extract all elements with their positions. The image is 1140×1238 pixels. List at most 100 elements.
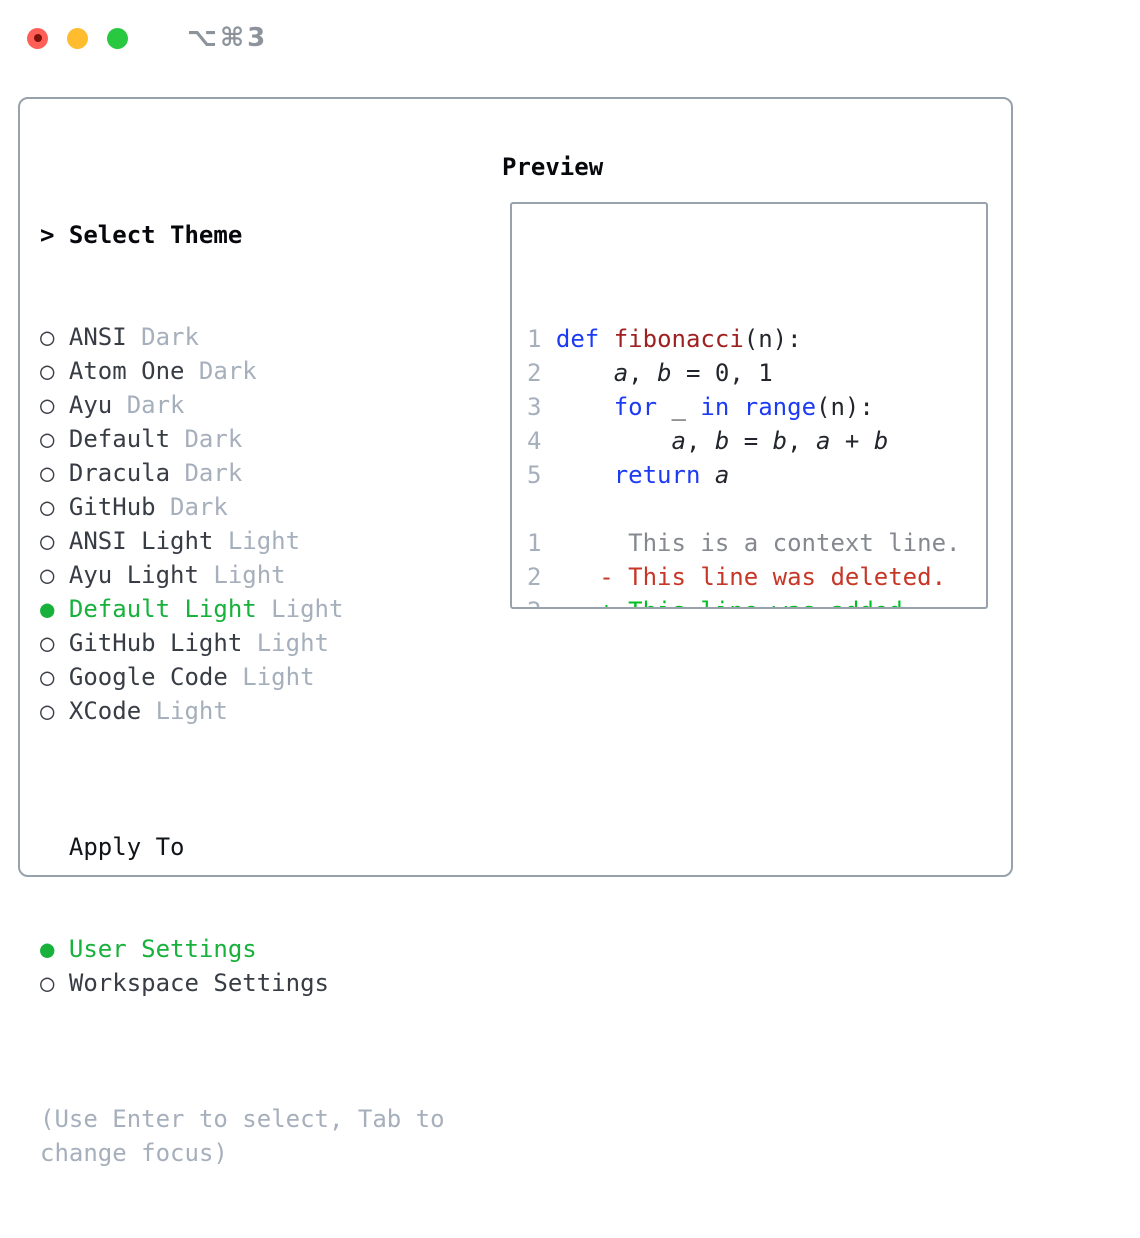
theme-option-default-light[interactable]: ● Default Light Light bbox=[40, 592, 445, 626]
code-segment: in bbox=[700, 393, 730, 421]
code-segment: + bbox=[830, 427, 874, 455]
hint-line: (Use Enter to select, Tab to bbox=[40, 1105, 445, 1133]
theme-option-atom-one[interactable]: ○ Atom One Dark bbox=[40, 354, 445, 388]
theme-variant: Dark bbox=[141, 323, 199, 351]
line-number: 4 bbox=[527, 427, 542, 455]
theme-name: Dracula bbox=[68, 459, 171, 487]
code-segment: a bbox=[671, 427, 686, 455]
line-number: 2 bbox=[527, 563, 542, 591]
radio-selected-icon: ● bbox=[40, 935, 55, 963]
hint-line: change focus) bbox=[40, 1139, 228, 1167]
code-segment: range bbox=[743, 393, 817, 421]
theme-name: GitHub bbox=[68, 493, 156, 521]
code-line: 2 a, b = 0, 1 bbox=[527, 356, 986, 390]
code-segment: _ bbox=[657, 393, 701, 421]
apply-option-label: User Settings bbox=[68, 935, 257, 963]
theme-name: ANSI Light bbox=[68, 527, 214, 555]
theme-name: ANSI bbox=[68, 323, 127, 351]
theme-name: Ayu Light bbox=[68, 561, 199, 589]
theme-variant: Light bbox=[256, 629, 329, 657]
theme-option-github[interactable]: ○ GitHub Dark bbox=[40, 490, 445, 524]
code-segment bbox=[541, 393, 613, 421]
code-segment: b bbox=[714, 427, 730, 455]
apply-to-header: Apply To bbox=[68, 833, 185, 861]
theme-option-ayu[interactable]: ○ Ayu Dark bbox=[40, 388, 445, 422]
radio-icon: ○ bbox=[40, 493, 55, 521]
radio-icon: ○ bbox=[40, 391, 55, 419]
hint-text: (Use Enter to select, Tab to change focus… bbox=[40, 1102, 445, 1170]
line-number: 3 bbox=[527, 393, 542, 421]
code-line: 1 This is a context line. bbox=[527, 526, 986, 560]
theme-option-ansi[interactable]: ○ ANSI Dark bbox=[40, 320, 445, 354]
radio-icon: ○ bbox=[40, 697, 55, 725]
line-number: 1 bbox=[527, 529, 542, 557]
radio-icon: ○ bbox=[40, 663, 55, 691]
apply-option-user-settings[interactable]: ● User Settings bbox=[40, 932, 445, 966]
zoom-button[interactable] bbox=[107, 27, 128, 49]
close-button[interactable] bbox=[27, 27, 48, 49]
radio-selected-icon: ● bbox=[40, 595, 55, 623]
code-segment: def bbox=[555, 325, 600, 353]
code-line: 1 def fibonacci(n): bbox=[527, 322, 986, 356]
preview-title: Preview bbox=[502, 153, 604, 181]
radio-icon: ○ bbox=[40, 357, 55, 385]
code-segment: (n): bbox=[816, 393, 874, 421]
code-segment: , bbox=[685, 427, 715, 455]
code-segment: = bbox=[729, 427, 773, 455]
select-theme-header: > Select Theme bbox=[40, 218, 445, 252]
theme-name: Ayu bbox=[68, 391, 113, 419]
code-line bbox=[527, 492, 986, 526]
theme-variant: Light bbox=[227, 527, 301, 555]
code-segment: return bbox=[613, 461, 701, 489]
code-segment: a bbox=[714, 461, 730, 489]
code-segment: fibonacci bbox=[613, 325, 744, 353]
code-segment: , bbox=[787, 427, 817, 455]
select-theme-title: Select Theme bbox=[68, 221, 243, 249]
theme-variant: Dark bbox=[126, 391, 185, 419]
code-segment: - This line was deleted. bbox=[541, 563, 947, 591]
radio-icon: ○ bbox=[40, 561, 55, 589]
theme-name: Atom One bbox=[68, 357, 185, 385]
code-segment: + This line was added. bbox=[541, 597, 917, 607]
theme-name: XCode bbox=[68, 697, 142, 725]
code-segment: This is a context line. bbox=[541, 529, 961, 557]
code-segment: (n): bbox=[743, 325, 802, 353]
code-segment bbox=[599, 325, 613, 353]
radio-icon: ○ bbox=[40, 629, 55, 657]
code-segment: b bbox=[873, 427, 889, 455]
keyboard-shortcut-label: ⌥⌘3 bbox=[187, 23, 269, 53]
theme-variant: Dark bbox=[184, 459, 243, 487]
line-number: 2 bbox=[527, 359, 542, 387]
code-line: 2 - This line was deleted. bbox=[527, 560, 986, 594]
theme-variant: Dark bbox=[198, 357, 257, 385]
theme-variant: Dark bbox=[184, 425, 243, 453]
code-segment bbox=[729, 393, 743, 421]
code-segment: b bbox=[657, 359, 672, 387]
code-segment: a bbox=[816, 427, 831, 455]
radio-icon: ○ bbox=[40, 425, 55, 453]
theme-variant: Light bbox=[271, 595, 344, 623]
window-titlebar: ⌥⌘3 bbox=[0, 0, 1140, 76]
code-line: 3 for _ in range(n): bbox=[527, 390, 986, 424]
radio-icon: ○ bbox=[40, 323, 55, 351]
apply-option-label: Workspace Settings bbox=[68, 969, 329, 997]
code-segment: a bbox=[613, 359, 629, 387]
theme-name: Default Light bbox=[68, 595, 257, 623]
code-segment: , bbox=[628, 359, 658, 387]
minimize-button[interactable] bbox=[67, 27, 88, 49]
code-line: 4 a, b = b, a + b bbox=[527, 424, 986, 458]
cursor-prefix-icon: > bbox=[40, 221, 55, 249]
apply-option-workspace-settings[interactable]: ○Workspace Settings bbox=[40, 966, 445, 1000]
code-segment bbox=[700, 461, 714, 489]
theme-variant: Dark bbox=[170, 493, 228, 521]
